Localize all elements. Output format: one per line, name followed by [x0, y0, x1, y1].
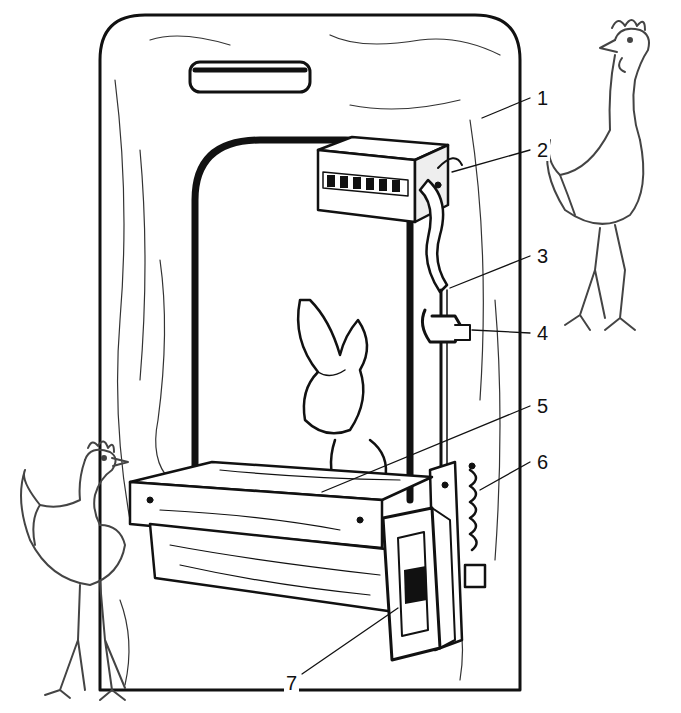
- callout-number: 1: [535, 87, 550, 109]
- callout-number: 4: [535, 322, 550, 344]
- callout-number: 3: [535, 245, 550, 267]
- callout-number: 6: [535, 451, 550, 473]
- callout-number: 5: [535, 395, 550, 417]
- callout-number: 2: [535, 139, 550, 161]
- callout-number: 7: [284, 672, 299, 694]
